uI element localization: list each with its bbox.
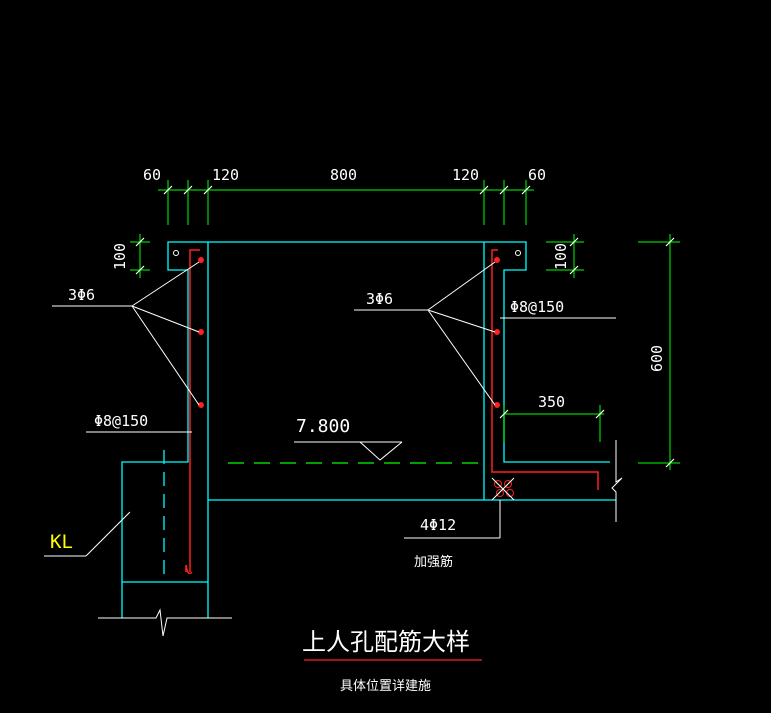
- concrete-outline: [121, 241, 616, 618]
- dim-60-right: 60: [528, 166, 546, 184]
- dim-600: 600: [648, 345, 666, 372]
- elevation-label: 7.800: [296, 416, 350, 437]
- dim-60-left: 60: [143, 166, 161, 184]
- dim-120-right: 120: [452, 166, 479, 184]
- title-block: 上人孔配筋大样 具体位置详建施: [302, 628, 470, 694]
- dim-100-left: 100: [111, 243, 129, 270]
- right-stirrup-label: Φ8@150: [510, 298, 564, 316]
- drawing-subtitle: 具体位置详建施: [340, 679, 431, 694]
- callout-labels: 3Φ6 3Φ6 Φ8@150 Φ8@150 4Φ12 加强筋 KL 7.800: [50, 286, 564, 570]
- dim-120-left: 120: [212, 166, 239, 184]
- dim-100-right: 100: [552, 243, 570, 270]
- drawing-title: 上人孔配筋大样: [302, 628, 470, 656]
- right-bars-label: 3Φ6: [366, 290, 393, 308]
- dimension-lines: [130, 180, 680, 470]
- beam-label: KL: [50, 531, 73, 553]
- left-bars-label: 3Φ6: [68, 286, 95, 304]
- bottom-bars-label: 4Φ12: [420, 516, 456, 534]
- corner-ties: [173, 250, 521, 501]
- dim-800: 800: [330, 166, 357, 184]
- dimension-labels: 60 120 800 120 60 100 100 600 350: [111, 166, 666, 411]
- dimension-ticks: [135, 185, 675, 468]
- break-lines: [98, 440, 623, 637]
- bottom-note-label: 加强筋: [414, 554, 453, 570]
- leader-lines: [44, 261, 616, 557]
- dim-350: 350: [538, 393, 565, 411]
- left-stirrup-label: Φ8@150: [94, 412, 148, 430]
